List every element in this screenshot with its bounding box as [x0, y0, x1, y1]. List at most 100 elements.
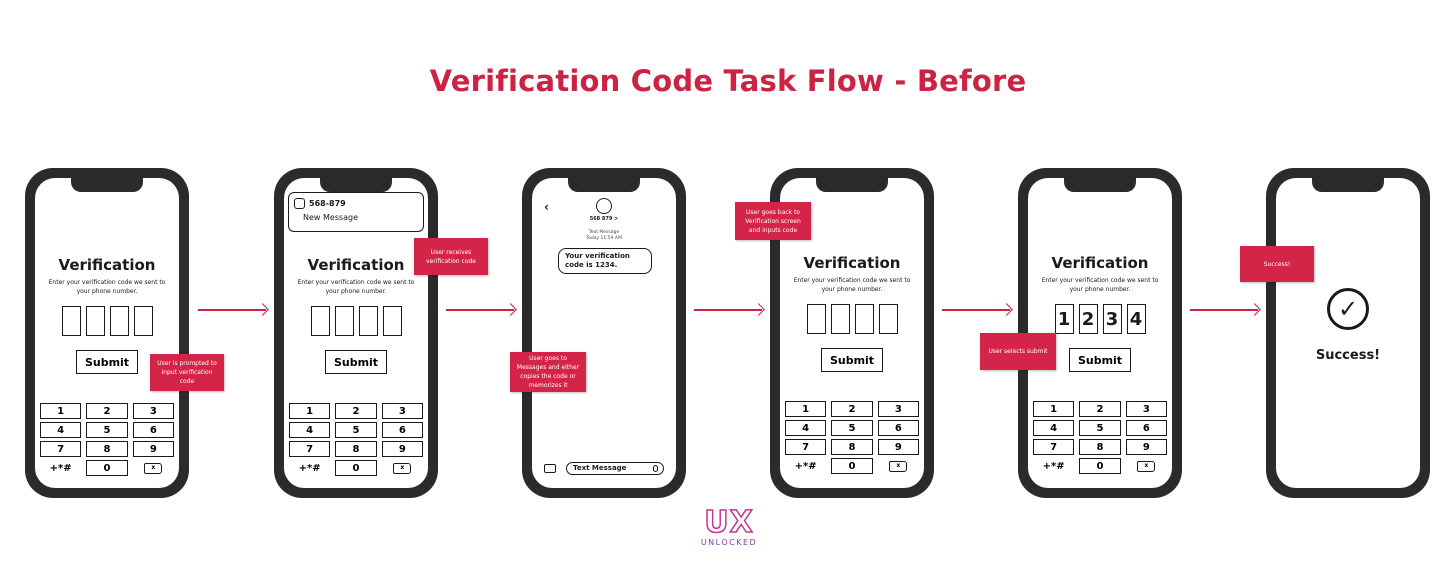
submit-button[interactable]: Submit [76, 350, 138, 374]
key-8[interactable]: 8 [335, 441, 377, 457]
key-9[interactable]: 9 [132, 441, 174, 457]
key-1[interactable]: 1 [289, 403, 331, 419]
submit-button[interactable]: Submit [1069, 348, 1131, 372]
key-0[interactable]: 0 [1079, 458, 1121, 474]
checkmark-icon: ✓ [1327, 288, 1369, 330]
arrow-3-to-4 [694, 309, 762, 311]
code-digit-2[interactable] [830, 304, 850, 334]
key-1[interactable]: 1 [1033, 401, 1075, 417]
code-digit-3[interactable] [358, 306, 378, 336]
key-7[interactable]: 7 [785, 439, 827, 455]
submit-button[interactable]: Submit [821, 348, 883, 372]
key-0[interactable]: 0 [831, 458, 873, 474]
key-symbols[interactable]: +*# [785, 458, 827, 474]
key-6[interactable]: 6 [381, 422, 423, 438]
arrow-1-to-2 [198, 309, 266, 311]
key-6[interactable]: 6 [1125, 420, 1167, 436]
key-2[interactable]: 2 [335, 403, 377, 419]
verification-instructions: Enter your verification code we sent to … [1041, 277, 1159, 293]
code-digit-3[interactable]: 3 [1102, 304, 1122, 334]
key-5[interactable]: 5 [335, 422, 377, 438]
note-step-4: User goes back to Verification screen an… [735, 202, 811, 240]
contact-name[interactable]: 568 879 > [589, 216, 619, 222]
code-digit-1[interactable]: 1 [1054, 304, 1074, 334]
key-9[interactable]: 9 [877, 439, 919, 455]
code-digit-2[interactable] [85, 306, 105, 336]
microphone-icon[interactable] [653, 465, 658, 472]
key-5[interactable]: 5 [1079, 420, 1121, 436]
key-0[interactable]: 0 [86, 460, 128, 476]
phone-notch [1312, 178, 1384, 192]
key-7[interactable]: 7 [40, 441, 82, 457]
key-2[interactable]: 2 [831, 401, 873, 417]
arrow-2-to-3 [446, 309, 514, 311]
message-notification[interactable]: 568-879 New Message [288, 192, 424, 232]
arrow-4-to-5 [942, 309, 1010, 311]
key-symbols[interactable]: +*# [40, 460, 82, 476]
key-backspace[interactable]: x [132, 460, 174, 476]
submit-button[interactable]: Submit [325, 350, 387, 374]
backspace-icon: x [144, 462, 163, 474]
code-digit-4[interactable] [133, 306, 153, 336]
messages-screen: ‹ 568 879 > Text Message Today 11:59 AM … [532, 178, 676, 488]
code-digit-4[interactable]: 4 [1126, 304, 1146, 334]
note-step-1: User is prompted to input verification c… [150, 354, 224, 391]
key-backspace[interactable]: x [877, 458, 919, 474]
key-4[interactable]: 4 [40, 422, 82, 438]
key-7[interactable]: 7 [1033, 439, 1075, 455]
key-9[interactable]: 9 [381, 441, 423, 457]
key-8[interactable]: 8 [86, 441, 128, 457]
key-4[interactable]: 4 [289, 422, 331, 438]
code-digit-1[interactable] [61, 306, 81, 336]
key-1[interactable]: 1 [40, 403, 82, 419]
key-3[interactable]: 3 [381, 403, 423, 419]
key-1[interactable]: 1 [785, 401, 827, 417]
key-7[interactable]: 7 [289, 441, 331, 457]
key-symbols[interactable]: +*# [1033, 458, 1075, 474]
contact-avatar [596, 198, 612, 214]
key-4[interactable]: 4 [1033, 420, 1075, 436]
code-digit-4[interactable] [878, 304, 898, 334]
note-step-2: User receives verification code [414, 238, 488, 275]
verification-heading: Verification [307, 256, 405, 274]
message-app-icon [294, 198, 305, 209]
code-digit-2[interactable] [334, 306, 354, 336]
back-chevron-icon[interactable]: ‹ [544, 200, 549, 214]
key-4[interactable]: 4 [785, 420, 827, 436]
key-3[interactable]: 3 [1125, 401, 1167, 417]
arrow-5-to-6 [1190, 309, 1258, 311]
success-screen: ✓ Success! [1276, 178, 1420, 488]
verification-screen: Verification Enter your verification cod… [35, 178, 179, 488]
code-digit-1[interactable] [806, 304, 826, 334]
key-6[interactable]: 6 [877, 420, 919, 436]
phone-step-3: ‹ 568 879 > Text Message Today 11:59 AM … [522, 168, 686, 498]
phone-notch [568, 178, 640, 192]
key-8[interactable]: 8 [831, 439, 873, 455]
key-3[interactable]: 3 [877, 401, 919, 417]
key-6[interactable]: 6 [132, 422, 174, 438]
code-digit-3[interactable] [109, 306, 129, 336]
key-backspace[interactable]: x [1125, 458, 1167, 474]
text-message-input[interactable]: Text Message [566, 462, 664, 475]
key-8[interactable]: 8 [1079, 439, 1121, 455]
verification-heading: Verification [1051, 254, 1149, 272]
code-digit-4[interactable] [382, 306, 402, 336]
notification-sender: 568-879 [309, 199, 346, 208]
key-0[interactable]: 0 [335, 460, 377, 476]
code-digit-3[interactable] [854, 304, 874, 334]
key-symbols[interactable]: +*# [289, 460, 331, 476]
camera-icon[interactable] [544, 464, 556, 473]
code-inputs: 1 2 3 4 [1028, 304, 1172, 334]
key-2[interactable]: 2 [1079, 401, 1121, 417]
key-5[interactable]: 5 [831, 420, 873, 436]
key-backspace[interactable]: x [381, 460, 423, 476]
key-2[interactable]: 2 [86, 403, 128, 419]
phone-step-6: ✓ Success! [1266, 168, 1430, 498]
code-digit-2[interactable]: 2 [1078, 304, 1098, 334]
key-3[interactable]: 3 [132, 403, 174, 419]
code-digit-1[interactable] [310, 306, 330, 336]
verification-heading: Verification [803, 254, 901, 272]
key-5[interactable]: 5 [86, 422, 128, 438]
code-inputs [35, 306, 179, 336]
key-9[interactable]: 9 [1125, 439, 1167, 455]
